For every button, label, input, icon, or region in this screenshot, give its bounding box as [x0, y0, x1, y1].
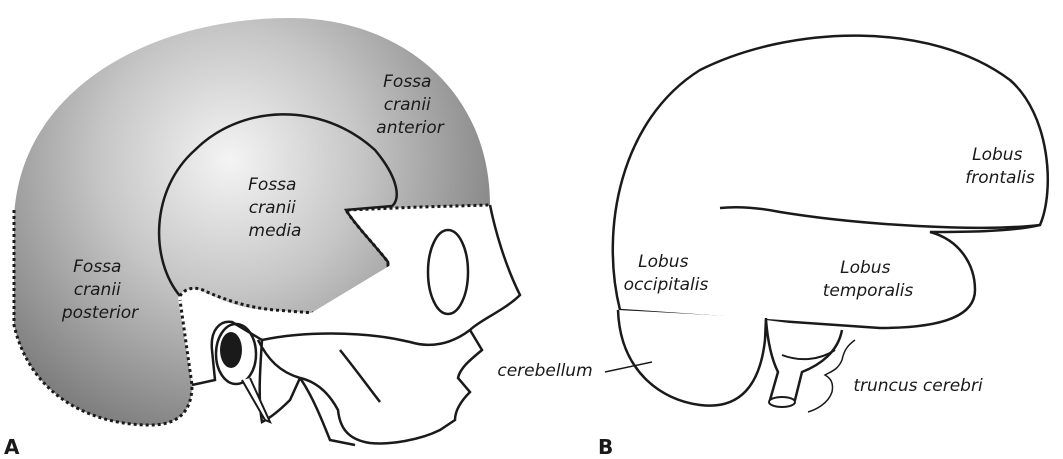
brainstem-shape [766, 320, 842, 405]
ear-canal [220, 332, 242, 368]
label-fossa-anterior: Fossa cranii anterior [376, 72, 444, 138]
orbit [428, 230, 468, 314]
label-truncus-cerebri: truncus cerebri [853, 376, 983, 396]
label-cerebellum: cerebellum [497, 361, 592, 381]
panel-b-letter: B [598, 435, 613, 459]
label-fossa-media: Fossa cranii media [248, 175, 302, 241]
panel-b-brain [605, 36, 1048, 412]
cerebellum-shape [618, 310, 766, 406]
panel-a-letter: A [4, 435, 20, 459]
medulla-end [769, 397, 795, 407]
